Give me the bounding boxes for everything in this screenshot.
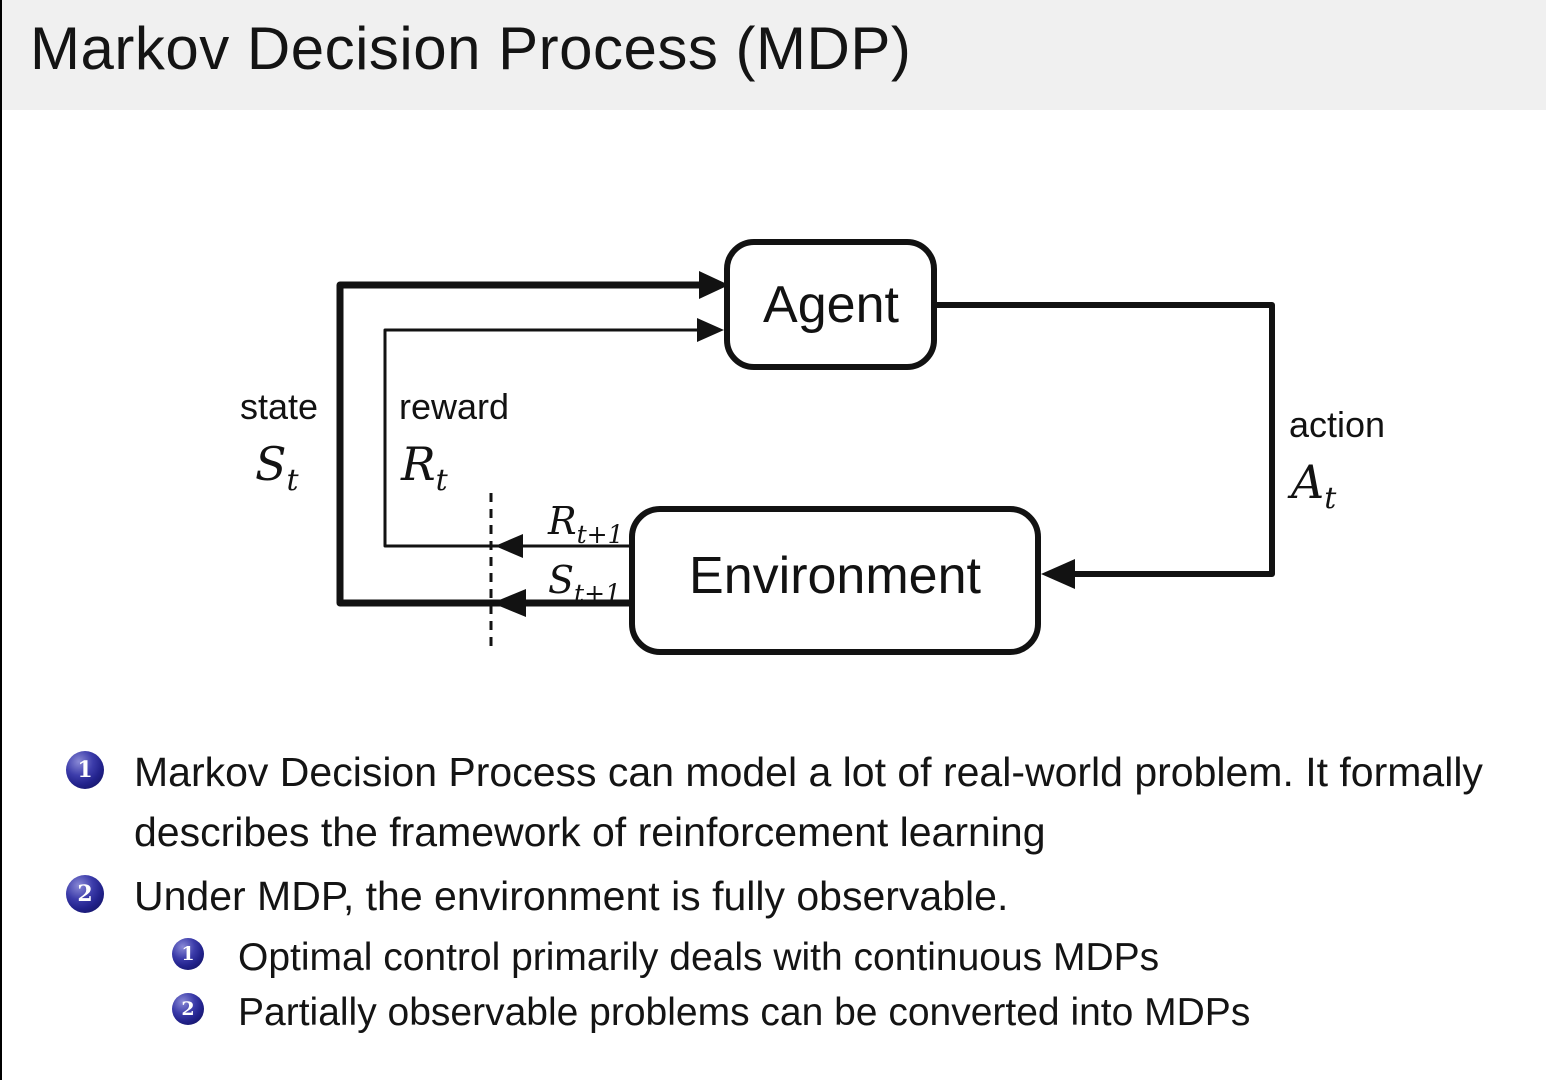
reward-symbol: Rt bbox=[400, 437, 449, 498]
list-subitem-text: Optimal control primarily deals with con… bbox=[238, 936, 1160, 979]
state-line bbox=[336, 281, 706, 607]
slide-title-bar: Markov Decision Process (MDP) bbox=[2, 0, 1546, 110]
page-title: Markov Decision Process (MDP) bbox=[30, 15, 912, 82]
environment-box-label: Environment bbox=[689, 547, 981, 605]
state-symbol: St bbox=[255, 437, 300, 498]
reward-label: reward bbox=[399, 386, 509, 427]
list-item: 2 Under MDP, the environment is fully ob… bbox=[66, 866, 1506, 926]
list-subitem-text: Partially observable problems can be con… bbox=[238, 991, 1251, 1034]
environment-box bbox=[629, 506, 1041, 655]
list-subitem: 1 Optimal control primarily deals with c… bbox=[172, 932, 1502, 984]
next-reward-arrowhead bbox=[495, 534, 523, 558]
item-number-badge: 1 bbox=[66, 751, 104, 789]
list-item-text: Markov Decision Process can model a lot … bbox=[134, 749, 1483, 855]
mdp-diagram: Agent Environment state St reward Rt Rt+… bbox=[240, 239, 1385, 655]
state-arrowhead-agent bbox=[699, 271, 729, 299]
next-reward-symbol: Rt+1 bbox=[547, 499, 624, 549]
action-symbol: At bbox=[1287, 455, 1337, 516]
subitem-number-badge: 2 bbox=[172, 993, 204, 1025]
list-item: 1 Markov Decision Process can model a lo… bbox=[66, 742, 1506, 862]
next-state-arrowhead bbox=[492, 589, 526, 617]
reward-arrowhead-agent bbox=[697, 318, 724, 342]
agent-box bbox=[724, 239, 937, 370]
action-line bbox=[932, 302, 1275, 577]
item-number-badge: 2 bbox=[66, 875, 104, 913]
subitem-number-badge: 1 bbox=[172, 938, 204, 970]
agent-box-label: Agent bbox=[763, 276, 899, 334]
action-arrowhead-environment bbox=[1041, 559, 1075, 589]
action-label: action bbox=[1289, 404, 1385, 445]
state-label: state bbox=[240, 386, 318, 427]
list-item-text: Under MDP, the environment is fully obse… bbox=[134, 873, 1009, 919]
list-subitem: 2 Partially observable problems can be c… bbox=[172, 987, 1502, 1039]
next-state-symbol: St+1 bbox=[548, 558, 621, 608]
